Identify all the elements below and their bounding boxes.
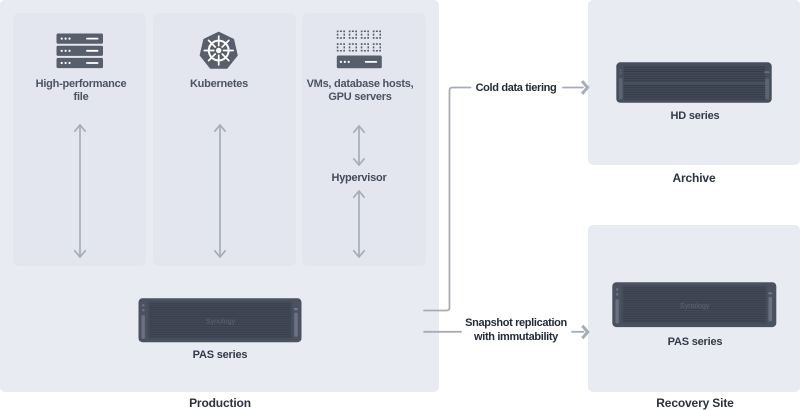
svg-text:Synology: Synology [680,301,710,310]
svg-text:Synology: Synology [206,317,236,326]
